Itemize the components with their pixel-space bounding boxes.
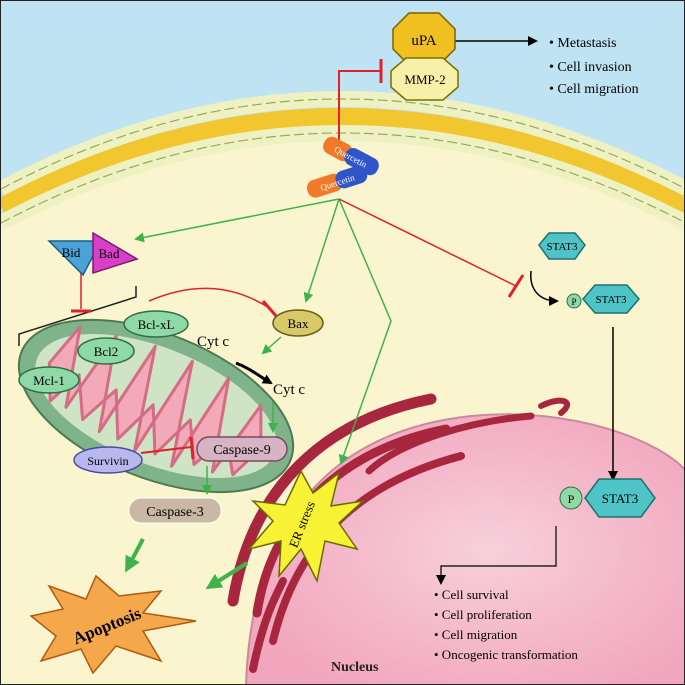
nuclear-effects-list: • Cell survival • Cell proliferation • C… <box>434 587 578 662</box>
nuclear-effect-item: • Cell migration <box>434 627 518 642</box>
stat3-label: STAT3 <box>602 491 639 506</box>
bcl-bracket <box>18 286 137 346</box>
stat3-label: STAT3 <box>547 241 578 253</box>
mcl1-label: Mcl-1 <box>33 373 65 388</box>
survivin-node: Survivin <box>73 446 143 474</box>
pstat3-nucleus-node: P STAT3 <box>559 478 656 518</box>
mmp2-node: MMP-2 <box>390 57 459 101</box>
bcl2-label: Bcl2 <box>94 344 119 359</box>
bid-node: Bid <box>47 240 103 277</box>
arrows <box>71 36 618 590</box>
upa-label: uPA <box>411 33 436 49</box>
phospho-label: P <box>568 492 575 506</box>
bid-label: Bid <box>62 245 81 260</box>
top-effect-item: • Metastasis <box>549 36 617 51</box>
caspase9-node: Caspase-9 <box>196 436 288 462</box>
phospho-label: P <box>571 297 576 307</box>
bad-label: Bad <box>99 246 120 261</box>
apoptosis-node: Apoptosis <box>29 574 197 675</box>
top-effects-list: • Metastasis • Cell invasion • Cell migr… <box>549 36 639 97</box>
bclxl-label: Bcl-xL <box>138 317 175 332</box>
bcl2-node: Bcl2 <box>77 337 135 365</box>
upa-node: uPA <box>392 12 456 66</box>
nuclear-effect-item: • Cell proliferation <box>434 607 532 622</box>
nuclear-effect-item: • Oncogenic transformation <box>434 647 578 662</box>
bax-label: Bax <box>288 316 309 331</box>
bclxl-node: Bcl-xL <box>123 310 189 338</box>
mmp2-label: MMP-2 <box>404 72 445 87</box>
caspase3-node: Caspase-3 <box>128 497 222 524</box>
cell-membrane <box>1 91 684 231</box>
quercetin-molecule-2: Quercetin <box>306 165 368 198</box>
nucleus-label: Nucleus <box>331 660 379 675</box>
stat3-node: STAT3 <box>538 232 586 260</box>
caspase3-label: Caspase-3 <box>146 505 204 520</box>
bad-node: Bad <box>92 231 139 275</box>
bax-node: Bax <box>272 309 324 337</box>
stat3-label: STAT3 <box>596 294 627 306</box>
pstat3-cytoplasm-node: P STAT3 <box>566 284 640 314</box>
mcl1-node: Mcl-1 <box>18 366 80 394</box>
top-effect-item: • Cell invasion <box>549 60 632 75</box>
nucleus: Nucleus <box>245 413 684 684</box>
cytc-mito-label: Cyt c <box>197 334 229 350</box>
nuclear-effect-item: • Cell survival <box>434 587 509 602</box>
er-stress-node: ER stress <box>246 469 366 584</box>
top-effect-item: • Cell migration <box>549 82 639 97</box>
caspase9-label: Caspase-9 <box>213 443 271 458</box>
survivin-label: Survivin <box>87 454 128 468</box>
cytc-released-label: Cyt c <box>273 382 305 398</box>
